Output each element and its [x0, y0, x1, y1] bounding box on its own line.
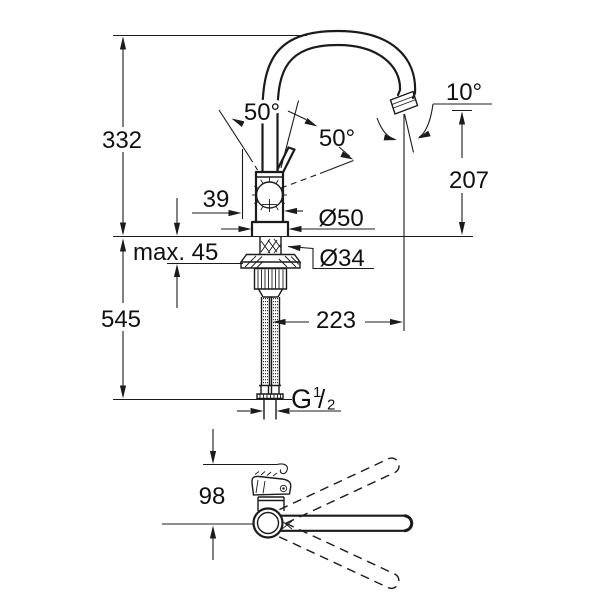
dim-max-thickness-label: max. 45 [133, 239, 218, 266]
dim-outlet-angle-label: 10° [446, 79, 482, 106]
dimension-total-height: 545 [101, 238, 141, 399]
dimension-outlet-angle: 10° [446, 79, 482, 106]
connection-pipe [263, 398, 277, 420]
dimension-hole-diameter: Ø34 [287, 243, 374, 272]
dim-spout-reach-label: 223 [316, 307, 356, 334]
dimension-thread: G 1 / 2 [237, 384, 341, 415]
front-view: 332 545 max. 45 39 [101, 29, 492, 420]
cartridge-ball [252, 177, 287, 212]
thread-slash: / [318, 384, 326, 414]
swivel-base-outer [252, 507, 284, 539]
top-view: 98 [162, 429, 414, 590]
dim-swing-left-label: 50° [244, 99, 280, 126]
dim-hole-diameter-label: Ø34 [319, 245, 364, 272]
dimension-spout-height: 332 [102, 36, 142, 236]
spout-top-dashed-down [278, 522, 400, 590]
handle-lever [276, 146, 296, 173]
top-view-reference-lines [162, 463, 288, 525]
mounting-hardware [239, 236, 302, 420]
spout-top-dashed-up [279, 457, 400, 524]
reference-lines [113, 34, 492, 401]
dimension-handle-projection: 98 [199, 429, 226, 560]
dimension-max-deck-thickness: max. 45 [133, 198, 218, 308]
flexible-hoses [256, 297, 284, 400]
swing-arrow-left [383, 134, 398, 144]
thread-hatch [260, 238, 282, 254]
dim-swing-right-label: 50° [319, 125, 355, 152]
thread-letter: G [291, 384, 312, 414]
spout-outlet [389, 90, 419, 115]
dimension-handle-clearance: 39 [192, 186, 303, 217]
dimension-base-diameter: Ø50 [221, 205, 375, 233]
dimension-swing-left: 50° [230, 96, 319, 130]
dimension-outlet-height: 207 [449, 111, 489, 235]
handle-swing-lines [218, 100, 354, 189]
dimension-spout-reach: 223 [272, 307, 403, 334]
water-stream-lines [376, 103, 434, 331]
dim-spout-height-label: 332 [102, 127, 142, 154]
dimension-swing-right: 50° [319, 125, 355, 163]
faucet-outline [218, 29, 434, 331]
swivel-base-inner [256, 511, 280, 535]
thread-denominator: 2 [327, 397, 335, 414]
washer-flange [239, 253, 302, 269]
dim-base-diameter-label: Ø50 [318, 205, 363, 232]
body-top-view [251, 471, 293, 530]
thread-numerator: 1 [313, 384, 321, 401]
dim-handle-projection-label: 98 [199, 483, 226, 510]
dim-total-height-label: 545 [101, 306, 141, 333]
spout-top-solid [279, 514, 414, 533]
mounting-nut [253, 267, 288, 298]
dim-outlet-height-label: 207 [449, 167, 489, 194]
dim-handle-clearance-label: 39 [203, 186, 230, 213]
